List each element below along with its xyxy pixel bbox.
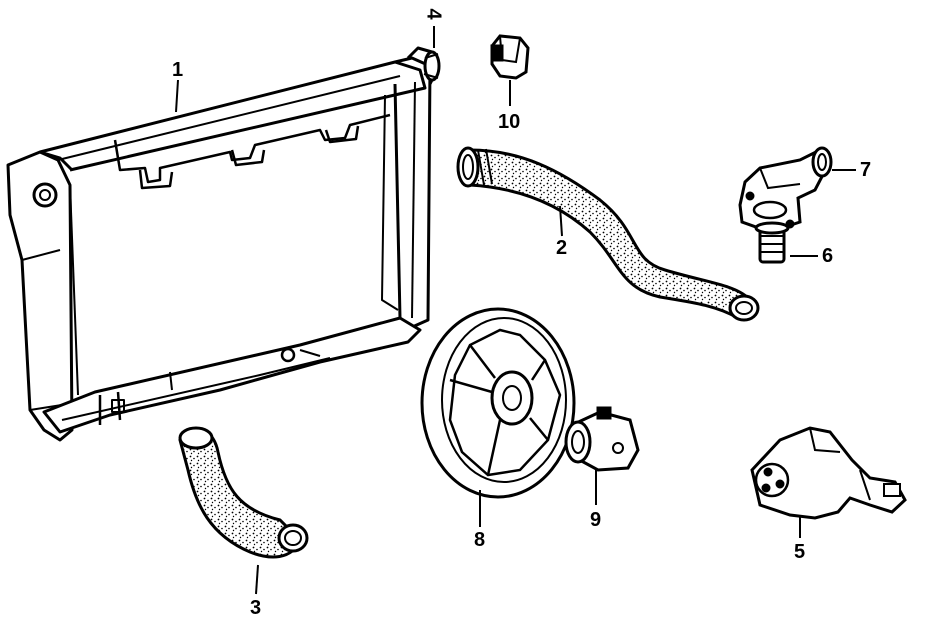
radiator: [6, 46, 438, 442]
radiator-cap: [423, 50, 441, 82]
callout-9: 9: [590, 509, 602, 531]
leader-2: [559, 205, 563, 237]
cooling-fan: [420, 307, 576, 499]
callout-8: 8: [474, 529, 486, 551]
fan-clutch: [564, 406, 640, 472]
thermostat-housing: [738, 146, 833, 234]
callout-6: 6: [822, 245, 834, 267]
upper-hose: [456, 146, 760, 322]
water-pump: [750, 426, 907, 520]
lower-hose: [178, 426, 309, 559]
leader-lines: [175, 26, 856, 595]
callout-7: 7: [860, 159, 872, 181]
leader-1: [175, 79, 179, 113]
callout-3: 3: [250, 597, 262, 619]
callout-2: 2: [556, 237, 568, 259]
leader-3: [255, 564, 259, 595]
callout-1: 1: [172, 59, 184, 81]
callout-5: 5: [794, 541, 806, 563]
callout-4: 4: [422, 8, 445, 20]
thermostat: [754, 221, 790, 264]
sensor: [490, 34, 530, 80]
callout-10: 10: [498, 111, 521, 133]
